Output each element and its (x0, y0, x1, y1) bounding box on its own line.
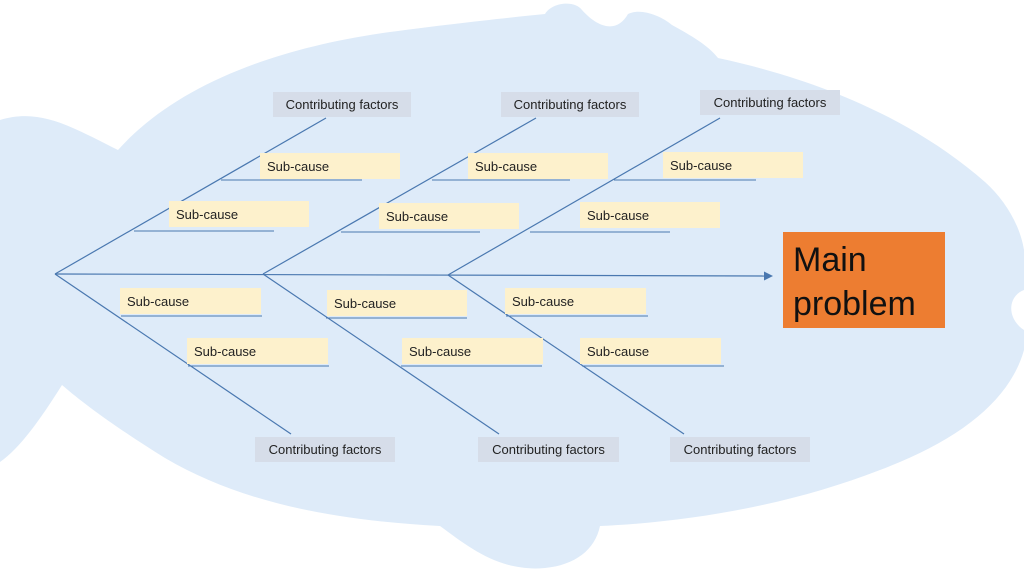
subcause-label: Sub-cause (169, 201, 309, 227)
factor-label-bottom-1: Contributing factors (255, 437, 395, 462)
factor-label-top-2: Contributing factors (501, 92, 639, 117)
spine-arrowhead-icon (764, 271, 773, 281)
subcause-label: Sub-cause (379, 203, 519, 229)
factor-label-top-3: Contributing factors (700, 90, 840, 115)
subcause-label: Sub-cause (580, 338, 721, 364)
main-problem-box: Main problem (783, 232, 945, 328)
subcause-label: Sub-cause (505, 288, 646, 314)
subcause-label: Sub-cause (580, 202, 720, 228)
factor-label-top-1: Contributing factors (273, 92, 411, 117)
subcause-label: Sub-cause (468, 153, 608, 179)
subcause-label: Sub-cause (663, 152, 803, 178)
subcause-label: Sub-cause (187, 338, 328, 364)
subcause-label: Sub-cause (120, 288, 261, 314)
factor-label-bottom-2: Contributing factors (478, 437, 619, 462)
bottom-bone-3 (447, 274, 685, 435)
bottom-bone-2 (262, 273, 500, 435)
fish-body-shape (0, 3, 1024, 569)
subcause-label: Sub-cause (327, 290, 467, 316)
subcause-label: Sub-cause (402, 338, 543, 364)
spine-line (54, 273, 766, 277)
top-bone-2 (262, 117, 537, 275)
bottom-bone-1 (54, 273, 292, 435)
top-bone-3 (447, 117, 721, 276)
factor-label-bottom-3: Contributing factors (670, 437, 810, 462)
subcause-label: Sub-cause (260, 153, 400, 179)
top-bone-1 (54, 117, 327, 275)
